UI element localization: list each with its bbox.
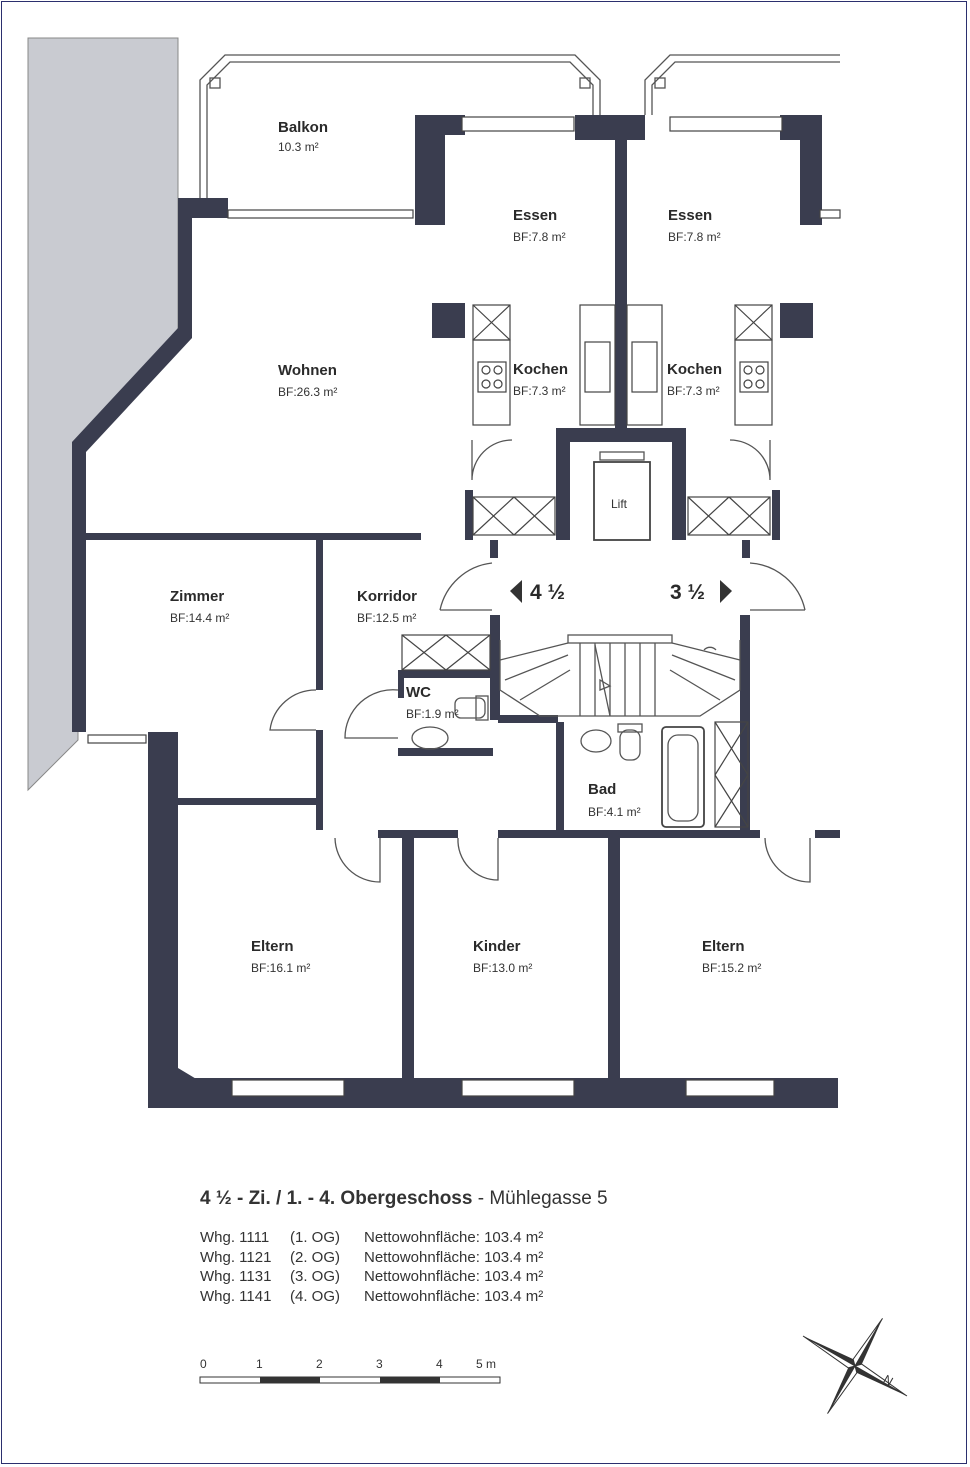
zimmer-name: Zimmer bbox=[170, 588, 224, 605]
apartment-number: Whg. 1121 bbox=[200, 1248, 272, 1266]
wohnen-area: BF:26.3 m² bbox=[278, 385, 337, 399]
balkon-area: 10.3 m² bbox=[278, 140, 319, 154]
kinder-area: BF:13.0 m² bbox=[473, 961, 532, 975]
lift-label: Lift bbox=[611, 497, 628, 511]
zimmer-area: BF:14.4 m² bbox=[170, 611, 229, 625]
kochen1-area: BF:7.3 m² bbox=[513, 384, 566, 398]
staircase bbox=[499, 634, 741, 717]
apartment-area: Nettowohnfläche: 103.4 m² bbox=[364, 1229, 544, 1246]
apartment-list: Whg. 1111 (1. OG) Nettowohnfläche: 103.4 m… bbox=[200, 1228, 543, 1306]
plan-address: Mühlegasse 5 bbox=[489, 1188, 608, 1209]
plan-title-separator: - bbox=[472, 1188, 490, 1209]
plan-title-main: 4 ½ - Zi. / 1. - 4. Obergeschoss bbox=[200, 1188, 473, 1209]
wc-name: WC bbox=[406, 684, 431, 701]
scale-tick-1: 1 bbox=[256, 1357, 263, 1371]
essen1-name: Essen bbox=[513, 207, 557, 224]
windows bbox=[87, 116, 841, 1097]
apartment-floor: (2. OG) bbox=[290, 1248, 341, 1266]
apartment-number: Whg. 1111 bbox=[200, 1229, 270, 1246]
eltern1-area: BF:16.1 m² bbox=[251, 961, 310, 975]
kochen1-name: Kochen bbox=[513, 361, 568, 378]
essen2-name: Essen bbox=[668, 207, 712, 224]
sanitary-fixtures bbox=[411, 695, 705, 828]
kochen2-name: Kochen bbox=[667, 361, 722, 378]
arrow-left-icon bbox=[510, 580, 522, 603]
apartment-area: Nettowohnfläche: 103.4 m² bbox=[364, 1287, 544, 1305]
scale-tick-2: 2 bbox=[316, 1357, 323, 1371]
apartment-row: Whg. 1141 (4. OG) Nettowohnfläche: 103.4 m… bbox=[200, 1287, 543, 1307]
unit-left-label: 4 ½ bbox=[530, 581, 565, 604]
lift-car bbox=[593, 451, 651, 541]
balkon-name: Balkon bbox=[278, 119, 328, 136]
scale-tick-5: 5 m bbox=[476, 1357, 496, 1371]
room-labels: Balkon 10.3 m² Essen BF:7.8 m² Essen BF:… bbox=[170, 119, 761, 975]
apartment-row: Whg. 1131 (3. OG) Nettowohnfläche: 103.4 m… bbox=[200, 1267, 543, 1287]
kitchen-cabinets bbox=[401, 304, 773, 828]
apartment-number: Whg. 1131 bbox=[200, 1268, 272, 1285]
plan-title: 4 ½ - Zi. / 1. - 4. Obergeschoss - Mühle… bbox=[200, 1188, 608, 1210]
arrow-right-icon bbox=[720, 580, 732, 603]
wc-area: BF:1.9 m² bbox=[406, 707, 459, 721]
bad-name: Bad bbox=[588, 781, 616, 798]
apartment-area: Nettowohnfläche: 103.4 m² bbox=[364, 1268, 544, 1285]
kochen2-area: BF:7.3 m² bbox=[667, 384, 720, 398]
bad-area: BF:4.1 m² bbox=[588, 805, 641, 819]
unit-right-label: 3 ½ bbox=[670, 581, 705, 604]
kinder-name: Kinder bbox=[473, 938, 521, 955]
essen1-area: BF:7.8 m² bbox=[513, 230, 566, 244]
apartment-area: Nettowohnfläche: 103.4 m² bbox=[364, 1248, 544, 1266]
apartment-number: Whg. 1141 bbox=[200, 1287, 272, 1305]
apartment-floor: (3. OG) bbox=[290, 1268, 341, 1285]
korridor-name: Korridor bbox=[357, 588, 417, 605]
compass-rose-icon bbox=[802, 1318, 908, 1414]
apartment-floor: (1. OG) bbox=[290, 1229, 341, 1246]
korridor-area: BF:12.5 m² bbox=[357, 611, 416, 625]
apartment-row: Whg. 1121 (2. OG) Nettowohnfläche: 103.4 m… bbox=[200, 1248, 543, 1268]
eltern2-area: BF:15.2 m² bbox=[702, 961, 761, 975]
balcony bbox=[199, 54, 840, 200]
apartment-floor: (4. OG) bbox=[290, 1287, 341, 1305]
unit-indicators: 4 ½ 3 ½ bbox=[510, 580, 732, 604]
essen2-area: BF:7.8 m² bbox=[668, 230, 721, 244]
scale-tick-4: 4 bbox=[436, 1357, 443, 1371]
eltern2-name: Eltern bbox=[702, 938, 745, 955]
scale-tick-0: 0 bbox=[200, 1357, 207, 1371]
eltern1-name: Eltern bbox=[251, 938, 294, 955]
wohnen-name: Wohnen bbox=[278, 362, 337, 379]
doors bbox=[269, 439, 811, 883]
scale-bar: 0 1 2 3 4 5 m bbox=[199, 1357, 501, 1384]
scale-tick-3: 3 bbox=[376, 1357, 383, 1371]
apartment-row: Whg. 1111 (1. OG) Nettowohnfläche: 103.4 m… bbox=[200, 1228, 543, 1248]
